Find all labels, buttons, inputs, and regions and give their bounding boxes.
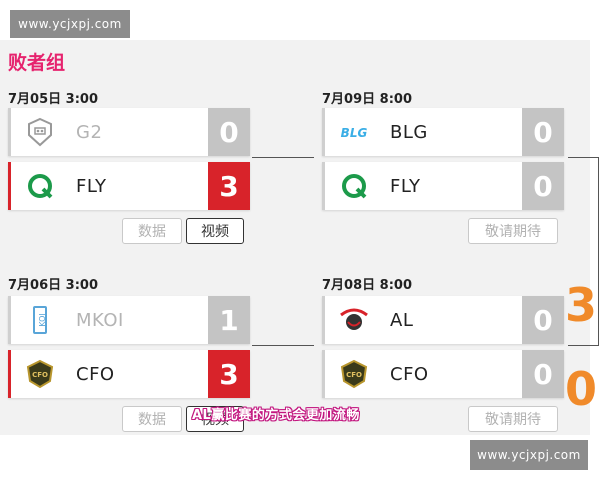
cfo-logo-icon: CFO: [24, 358, 56, 390]
connector-line: [252, 345, 314, 346]
match-time: 7月05日 3:00: [8, 92, 98, 107]
connector-line: [252, 157, 314, 158]
team-score: 0: [522, 108, 564, 156]
team-card-cfo[interactable]: CFO CFO 0: [322, 350, 564, 398]
team-score: 3: [208, 162, 250, 210]
team-name: CFO: [76, 364, 115, 385]
team-card-fly[interactable]: FLY 0: [322, 162, 564, 210]
watermark-bottom: www.ycjxpj.com: [470, 440, 588, 470]
team-name: G2: [76, 122, 103, 143]
connector-line: [568, 345, 598, 346]
svg-text:BLG: BLG: [341, 126, 368, 140]
mkoi-logo-icon: KOI: [24, 304, 56, 336]
g2-logo-icon: [24, 116, 56, 148]
svg-text:CFO: CFO: [346, 371, 362, 379]
team-indicator-bar: [8, 108, 11, 156]
team-score: 1: [208, 296, 250, 344]
team-name: FLY: [76, 176, 107, 197]
match-time: 7月06日 3:00: [8, 278, 98, 293]
team-card-blg[interactable]: BLG BLG 0: [322, 108, 564, 156]
watermark-top: www.ycjxpj.com: [10, 10, 130, 38]
overlay-score-top: 3: [565, 278, 598, 332]
team-score: 3: [208, 350, 250, 398]
team-score: 0: [522, 350, 564, 398]
team-indicator-bar: [322, 162, 325, 210]
team-score: 0: [522, 296, 564, 344]
al-logo-icon: [338, 304, 370, 336]
match-time: 7月08日 8:00: [322, 278, 412, 293]
team-name: MKOI: [76, 310, 124, 331]
team-card-g2[interactable]: G2 0: [8, 108, 250, 156]
team-name: AL: [390, 310, 414, 331]
team-score: 0: [208, 108, 250, 156]
blg-logo-icon: BLG: [338, 116, 370, 148]
coming-soon-button[interactable]: 敬请期待: [468, 218, 558, 244]
team-name: FLY: [390, 176, 421, 197]
cfo-logo-icon: CFO: [338, 358, 370, 390]
team-card-mkoi[interactable]: KOI MKOI 1: [8, 296, 250, 344]
team-name: CFO: [390, 364, 429, 385]
team-score: 0: [522, 162, 564, 210]
svg-text:KOI: KOI: [38, 313, 47, 326]
fly-logo-icon: [24, 170, 56, 202]
team-indicator-bar: [8, 296, 11, 344]
team-name: BLG: [390, 122, 428, 143]
connector-line: [568, 157, 598, 158]
stats-button[interactable]: 数据: [122, 218, 182, 244]
video-button[interactable]: 视频: [186, 218, 244, 244]
video-button[interactable]: 视频: [186, 406, 244, 432]
team-indicator-bar: [322, 296, 325, 344]
team-indicator-bar: [322, 350, 325, 398]
video-subtitle: AL赢比赛的方式会更加流畅: [192, 408, 360, 423]
overlay-score-bottom: 0: [565, 362, 598, 416]
coming-soon-button[interactable]: 敬请期待: [468, 406, 558, 432]
match-time: 7月09日 8:00: [322, 92, 412, 107]
team-indicator-bar: [8, 350, 11, 398]
team-indicator-bar: [322, 108, 325, 156]
connector-line: [598, 157, 599, 346]
bracket-title: 败者组: [8, 52, 66, 74]
team-card-cfo[interactable]: CFO CFO 3: [8, 350, 250, 398]
team-indicator-bar: [8, 162, 11, 210]
team-card-fly[interactable]: FLY 3: [8, 162, 250, 210]
team-card-al[interactable]: AL 0: [322, 296, 564, 344]
svg-text:CFO: CFO: [32, 371, 48, 379]
fly-logo-icon: [338, 170, 370, 202]
stats-button[interactable]: 数据: [122, 406, 182, 432]
